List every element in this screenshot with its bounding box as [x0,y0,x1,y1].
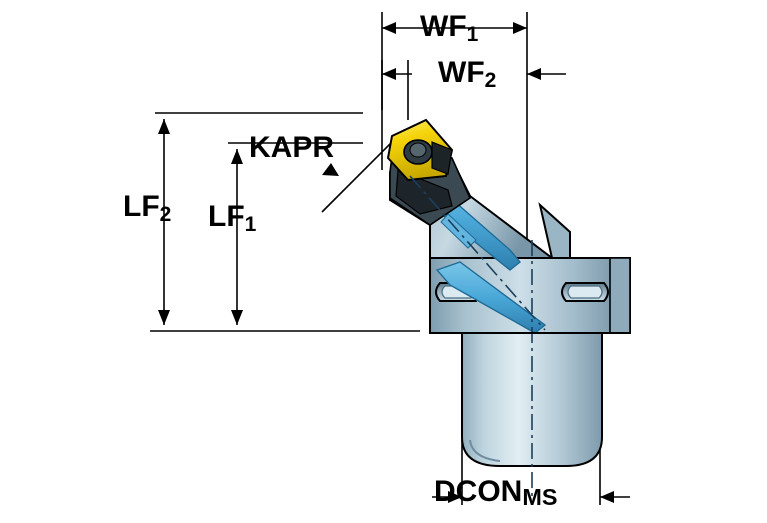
insert-screw [409,142,427,158]
wf2-arrow-right [527,68,541,80]
coolant-lower [435,261,547,334]
label-lf2: LF2 [123,190,172,227]
label-lf1: LF1 [208,200,257,237]
centre-lines [409,175,546,505]
kapr-arrow [322,163,339,176]
label-kapr: KAPR [249,131,335,164]
dcon-arrow-right [600,491,614,503]
wf1-arrow-right [513,22,527,34]
wf1-arrow-left [382,22,396,34]
centreline-angled [409,175,546,331]
head-right-wedge [538,202,571,259]
label-wf2: WF2 [438,56,497,93]
clamp-slot-right-inner [567,285,603,299]
label-wf1: WF1 [420,10,479,47]
body-right-step [609,257,631,334]
shank-highlight [469,439,501,462]
dcon-arrow-left [448,491,462,503]
lf1-arrow-top [231,149,243,164]
tool-assembly [386,118,631,505]
label-dcon: DCONMS [434,475,558,511]
lf1-arrow-bottom [231,310,243,325]
lf2-arrow-top [158,119,170,134]
lf2-arrow-bottom [158,310,170,325]
wf2-arrow-left [382,68,396,80]
dimension-arrows [158,22,614,503]
insert-shim [431,141,453,175]
